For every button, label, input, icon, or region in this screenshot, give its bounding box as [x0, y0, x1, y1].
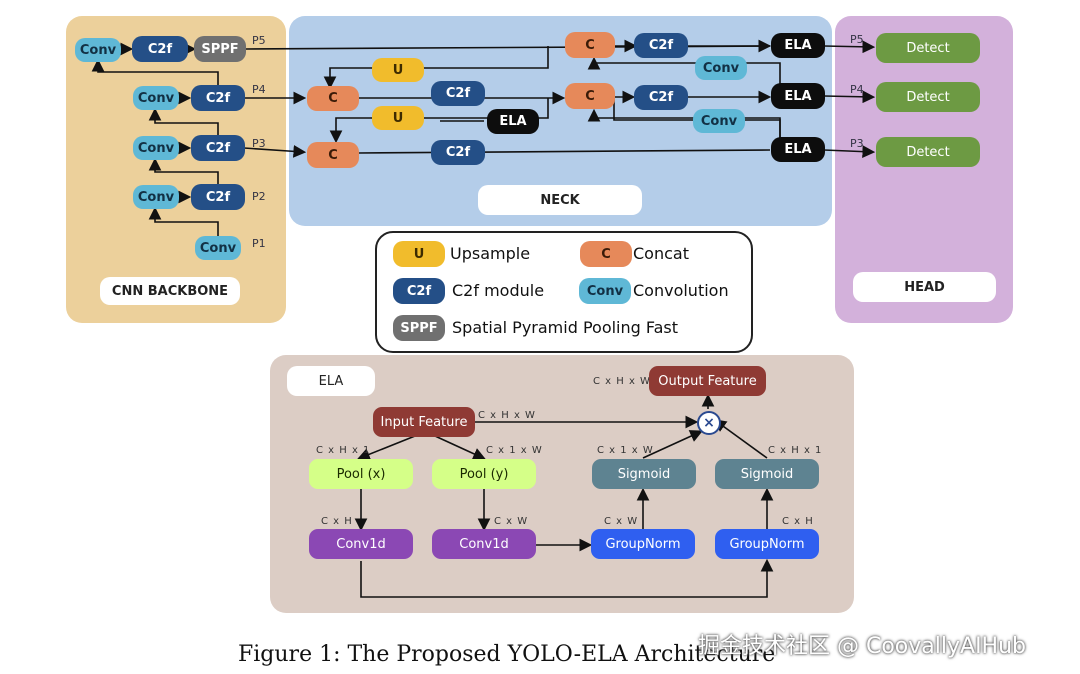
- backbone-tag-p2: P2: [252, 190, 266, 203]
- input-feature: Input Feature: [373, 407, 475, 437]
- watermark: 掘金技术社区 @ CoovallyAIHub: [698, 634, 1027, 659]
- backbone-c2f-p2: C2f: [191, 184, 245, 210]
- legend-concat-text: Concat: [633, 244, 689, 263]
- backbone-tag-p5: P5: [252, 34, 266, 47]
- neck-ela-p3: ELA: [771, 137, 825, 162]
- backbone-conv-p2: Conv: [133, 185, 179, 209]
- dim-groupnorm-left: C x W: [604, 516, 639, 527]
- conv1d-right: Conv1d: [432, 529, 536, 559]
- neck-upsample-bottom: U: [372, 106, 424, 130]
- dim-groupnorm-right: C x H: [782, 516, 814, 527]
- neck-concat-p3: C: [307, 142, 359, 168]
- backbone-tag-p3: P3: [252, 137, 266, 150]
- dim-sigmoid-right: C x H x 1: [768, 445, 823, 456]
- backbone-c2f-p4: C2f: [191, 85, 245, 111]
- backbone-conv-p3: Conv: [133, 136, 179, 160]
- backbone-tag-p1: P1: [252, 237, 266, 250]
- neck-conv-bottom: Conv: [693, 109, 745, 133]
- backbone-conv-p1: Conv: [195, 236, 241, 260]
- neck-concat-p4: C: [307, 86, 359, 111]
- backbone-c2f-p3: C2f: [191, 135, 245, 161]
- neck-concat-mid: C: [565, 83, 615, 109]
- legend-conv-icon: Conv: [579, 278, 631, 304]
- neck-conv-top: Conv: [695, 56, 747, 80]
- detect-p5: Detect: [876, 33, 980, 63]
- legend-c2f-text: C2f module: [452, 281, 545, 300]
- detect-p4: Detect: [876, 82, 980, 112]
- neck-upsample-top: U: [372, 58, 424, 82]
- dim-conv1d-right: C x W: [494, 516, 529, 527]
- backbone-sppf: SPPF: [194, 36, 246, 62]
- head-tag-p5: P5: [850, 33, 864, 46]
- neck-concat-top: C: [565, 32, 615, 58]
- dim-conv1d-left: C x H: [321, 516, 353, 527]
- backbone-label: CNN BACKBONE: [100, 277, 240, 305]
- dim-pool-y: C x 1 x W: [486, 445, 543, 456]
- legend-conv-text: Convolution: [633, 281, 729, 300]
- neck-label: NECK: [478, 185, 642, 215]
- detect-p3: Detect: [876, 137, 980, 167]
- dim-pool-x: C x H x 1: [316, 445, 371, 456]
- legend-sppf-text: Spatial Pyramid Pooling Fast: [452, 318, 679, 337]
- groupnorm-left: GroupNorm: [591, 529, 695, 559]
- multiply-icon: ×: [697, 411, 721, 435]
- neck-c2f-top: C2f: [634, 33, 688, 58]
- head-label: HEAD: [853, 272, 996, 302]
- backbone-tag-p4: P4: [252, 83, 266, 96]
- head-tag-p3: P3: [850, 137, 864, 150]
- legend-c2f-icon: C2f: [393, 278, 445, 304]
- figure-caption: Figure 1: The Proposed YOLO-ELA Architec…: [238, 642, 776, 667]
- neck-ela-p4: ELA: [771, 83, 825, 109]
- legend: U Upsample C Concat C2f C2f module Conv …: [375, 231, 753, 353]
- neck-c2f-p4: C2f: [431, 81, 485, 106]
- groupnorm-right: GroupNorm: [715, 529, 819, 559]
- neck-ela-p5: ELA: [771, 33, 825, 58]
- neck-ela-left: ELA: [487, 109, 539, 134]
- legend-concat-icon: C: [580, 241, 632, 267]
- neck-c2f-mid: C2f: [634, 85, 688, 110]
- pool-x: Pool (x): [309, 459, 413, 489]
- head-tag-p4: P4: [850, 83, 864, 96]
- backbone-conv-p4: Conv: [133, 86, 179, 110]
- backbone-c2f-p5: C2f: [132, 36, 188, 62]
- dim-sigmoid-left: C x 1 x W: [597, 445, 654, 456]
- legend-upsample-icon: U: [393, 241, 445, 267]
- dim-output: C x H x W: [593, 376, 651, 387]
- conv1d-left: Conv1d: [309, 529, 413, 559]
- sigmoid-left: Sigmoid: [592, 459, 696, 489]
- ela-label: ELA: [287, 366, 375, 396]
- pool-y: Pool (y): [432, 459, 536, 489]
- dim-input: C x H x W: [478, 410, 536, 421]
- backbone-conv-top: Conv: [75, 38, 121, 62]
- sigmoid-right: Sigmoid: [715, 459, 819, 489]
- legend-sppf-icon: SPPF: [393, 315, 445, 341]
- output-feature: Output Feature: [649, 366, 766, 396]
- neck-c2f-p3: C2f: [431, 140, 485, 165]
- legend-upsample-text: Upsample: [450, 244, 531, 263]
- head-panel: [835, 16, 1013, 323]
